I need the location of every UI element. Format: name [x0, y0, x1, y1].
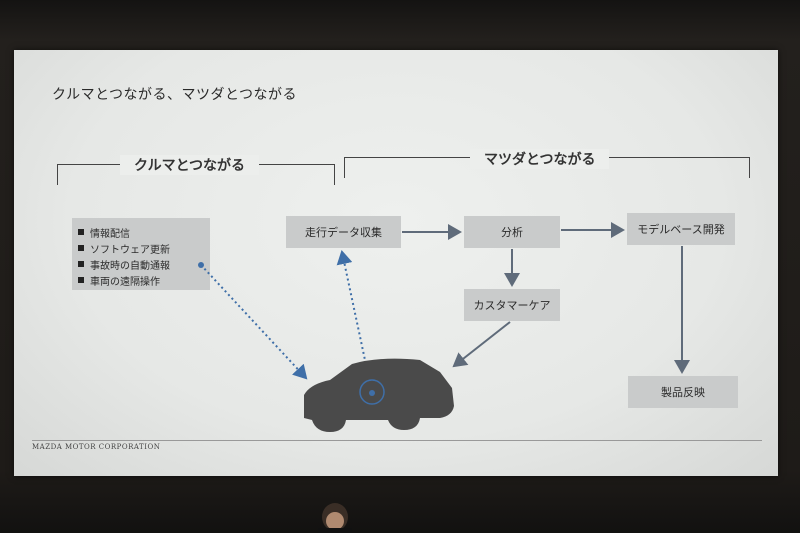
footer-divider	[32, 440, 762, 441]
driving-data-node: 走行データ収集	[286, 216, 401, 248]
mazda-group-label: マツダとつながる	[470, 149, 610, 169]
product-feedback-node: 製品反映	[628, 376, 738, 408]
list-item-label: 情報配信	[90, 228, 130, 240]
footer-company: MAZDA MOTOR CORPORATION	[32, 443, 161, 451]
arrow-care-to-car	[452, 321, 511, 368]
dotted-arrow-car-to-data	[336, 250, 373, 394]
list-item: ソフトウェア更新	[78, 240, 210, 256]
presenter-figure	[318, 503, 352, 533]
list-item-label: 事故時の自動通報	[90, 260, 170, 272]
model-base-node: モデルベース開発	[627, 213, 735, 245]
bullet-icon	[78, 229, 84, 235]
analysis-node: 分析	[464, 216, 560, 248]
car-group-label: クルマとつながる	[120, 155, 260, 175]
list-item: 車両の遠隔操作	[78, 272, 210, 288]
list-item-label: ソフトウェア更新	[90, 244, 170, 256]
car-silhouette-icon	[304, 358, 454, 432]
list-item-label: 車両の遠隔操作	[90, 276, 160, 288]
dotted-arrow-info-to-car	[200, 264, 308, 380]
info-list-box: 情報配信 ソフトウェア更新 事故時の自動通報 車両の遠隔操作	[72, 218, 210, 290]
list-item: 情報配信	[78, 224, 210, 240]
bullet-icon	[78, 245, 84, 251]
list-item: 事故時の自動通報	[78, 256, 210, 272]
bullet-icon	[78, 277, 84, 283]
slide-title: クルマとつながる、マツダとつながる	[52, 87, 297, 103]
bullet-icon	[78, 261, 84, 267]
customer-care-node: カスタマーケア	[464, 289, 560, 321]
